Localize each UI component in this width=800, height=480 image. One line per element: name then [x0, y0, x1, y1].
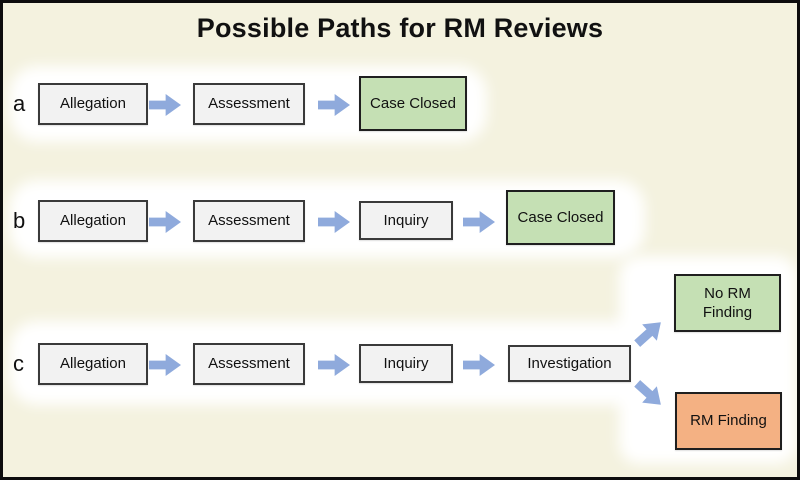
row-label-c: c [13, 351, 24, 376]
flow-box-case-closed-b: Case Closed [506, 190, 615, 245]
flow-box-investigation: Investigation [508, 345, 631, 382]
row-label-a: a [13, 91, 26, 116]
flow-box-inquiry-c: Inquiry [359, 344, 453, 383]
flow-box-assessment-a: Assessment [193, 83, 305, 125]
flow-box-allegation-c: Allegation [38, 343, 148, 385]
flow-box-allegation-a: Allegation [38, 83, 148, 125]
flow-box-inquiry-b: Inquiry [359, 201, 453, 240]
flow-box-case-closed-a: Case Closed [359, 76, 467, 131]
flow-box-no-rm-finding: No RM Finding [674, 274, 781, 332]
flow-box-assessment-c: Assessment [193, 343, 305, 385]
flow-box-allegation-b: Allegation [38, 200, 148, 242]
diagram-title: Possible Paths for RM Reviews [196, 13, 604, 43]
row-label-b: b [13, 208, 26, 233]
flow-box-assessment-b: Assessment [193, 200, 305, 242]
flow-box-rm-finding: RM Finding [675, 392, 782, 450]
